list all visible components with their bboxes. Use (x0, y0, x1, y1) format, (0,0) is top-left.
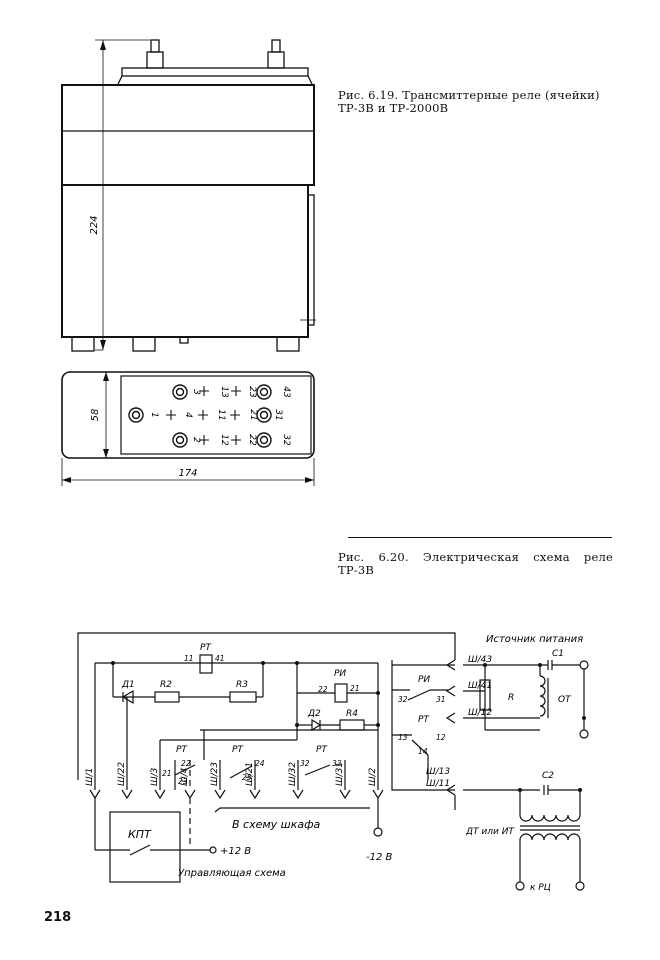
connector-label: Ш/2 (368, 767, 378, 786)
connector-label: Ш/22 (117, 762, 127, 786)
terminal-label: 23 (247, 386, 257, 398)
caption-divider (348, 537, 612, 538)
terminal-label: 31 (273, 409, 283, 420)
depth-dimension: 58 (90, 409, 101, 422)
connector-label: Ш/32 (288, 762, 298, 786)
label-pin: 12 (436, 733, 446, 742)
terminal-label: 21 (248, 409, 258, 420)
label-ot: ОТ (558, 695, 572, 705)
label-r: R (508, 693, 514, 703)
terminal-label: 4 (183, 412, 193, 418)
label-pin: 24 (255, 759, 265, 768)
label-rt: РТ (316, 745, 328, 755)
connector-label: Ш/4 (180, 767, 190, 786)
label-pin: 11 (184, 654, 194, 663)
connector-label: Ш/12 (468, 708, 492, 718)
plus-12v-label: +12 В (220, 846, 251, 857)
connector-label: Ш/1 (85, 768, 95, 786)
control-circuit-label: Управляющая схема (178, 868, 286, 879)
label-r2: R2 (160, 680, 172, 690)
terminal-label: 3 (191, 389, 201, 395)
label-pin: 32 (398, 695, 408, 704)
height-dimension: 224 (89, 215, 100, 234)
connector-label: Ш/43 (468, 655, 492, 665)
figure-caption-6-20: Рис. 6.20. Электрическая схема реле ТР-3… (338, 551, 613, 577)
label-rt: РТ (200, 643, 212, 653)
label-pin: 25 (242, 773, 252, 782)
label-d2: Д2 (307, 709, 321, 719)
connector-label: Ш/23 (210, 762, 220, 786)
label-pin: 14 (418, 747, 428, 756)
connector-label: Ш/41 (468, 681, 492, 691)
label-rt: РТ (232, 745, 244, 755)
label-dt: ДТ или ИТ (465, 827, 515, 837)
to-cabinet-label: В схему шкафа (232, 818, 321, 831)
caption-line: ТР-3В (338, 563, 375, 577)
label-r3: R3 (236, 680, 248, 690)
connector-label: Ш/31 (335, 762, 345, 786)
label-pin: 21 (350, 684, 360, 693)
label-c1: С1 (552, 649, 564, 659)
terminal-label: 22 (247, 434, 257, 446)
caption-line: Рис. 6.19. Трансмиттерные реле (ячейки) (338, 88, 600, 102)
terminal-label: 13 (219, 386, 229, 398)
label-ri: РИ (418, 675, 430, 685)
label-pin: 23 (178, 777, 188, 786)
terminal-label: 12 (219, 434, 229, 446)
kpt-label: КПТ (128, 828, 152, 841)
connector-label: Ш/21 (245, 762, 255, 786)
caption-line: Рис. 6.20. Электрическая схема реле (338, 550, 613, 564)
caption-line: ТР-3В и ТР-2000В (338, 101, 449, 115)
power-source-label: Источник питания (486, 634, 583, 645)
label-pin: 22 (318, 685, 328, 694)
label-c2: С2 (542, 771, 554, 781)
label-pin: 32 (300, 759, 310, 768)
relay-outline-drawing: 224 58 174 3 13 23 43 1 4 11 21 31 41 2 … (61, 39, 316, 486)
electrical-schematic: РТ 11 41 Д1 R2 R3 РИ 22 21 Д2 R4 РТ 22 2… (77, 632, 589, 893)
terminal-label: 32 (281, 434, 291, 446)
terminal-label: 43 (281, 386, 291, 398)
connector-label: Ш/11 (426, 779, 450, 789)
label-r4: R4 (346, 709, 358, 719)
label-pin: 33 (332, 759, 342, 768)
label-ri: РИ (334, 669, 346, 679)
label-pin: 21 (162, 769, 172, 778)
terminal-label: 1 (149, 412, 159, 418)
label-rt: РТ (418, 715, 430, 725)
connector-label: Ш/13 (426, 767, 450, 777)
connector-label: Ш/3 (150, 767, 160, 786)
label-pin: 41 (215, 654, 225, 663)
label-rt: РТ (176, 745, 188, 755)
width-dimension: 174 (178, 468, 197, 479)
label-krc: к РЦ (530, 883, 551, 893)
label-pin: 13 (398, 733, 408, 742)
label-pin: 22 (181, 759, 191, 768)
minus-12v-label: -12 В (366, 852, 393, 863)
figure-caption-6-19: Рис. 6.19. Трансмиттерные реле (ячейки) … (338, 89, 613, 115)
terminal-label: 11 (216, 409, 226, 420)
terminal-label: 2 (191, 437, 201, 443)
label-pin: 31 (436, 695, 446, 704)
page-number: 218 (44, 910, 72, 925)
label-d1: Д1 (121, 680, 135, 690)
